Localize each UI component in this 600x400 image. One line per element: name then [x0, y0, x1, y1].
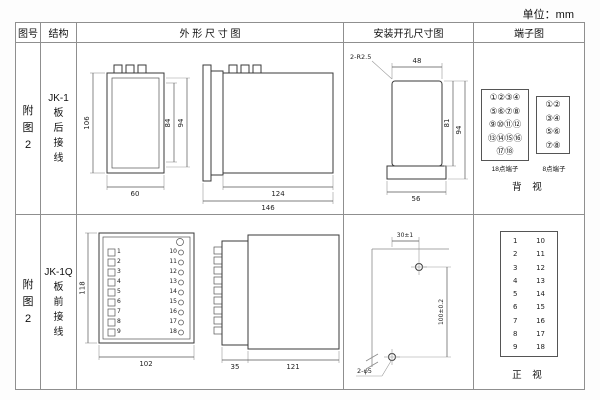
header-mounting: 安装开孔尺寸图	[344, 23, 474, 43]
pilot-hole	[176, 238, 184, 246]
terminal-strip-box: 1 2 3 4 5 6 7 8 9 10 11 12 13 14 15 16 1…	[500, 231, 558, 357]
mounting-svg-jk1q: 30±1 100±0.2 2-φ5	[356, 232, 451, 377]
structure-label-row2: JK-1Q 板 前 接 线	[41, 215, 77, 389]
dim-35: 35	[231, 363, 240, 371]
note-hole-diameter: 2-φ5	[357, 367, 372, 375]
dim-124: 124	[271, 190, 285, 198]
dim-146: 146	[261, 204, 275, 212]
dim-60: 60	[131, 190, 140, 198]
terminal-block-18: ①②③④ ⑤⑥⑦⑧ ⑨⑩⑪⑫ ⑬⑭⑮⑯ ⑰⑱	[481, 89, 529, 161]
outline-svg-jk1: 106 84 94 60	[83, 64, 334, 212]
header-structure: 结构	[41, 23, 77, 43]
unit-label: 单位：mm	[522, 9, 574, 21]
outline-drawing-jk1: 106 84 94 60	[77, 43, 344, 215]
front-view-label: 正 视	[512, 370, 546, 381]
front-terminal-numbers-left: 1 2 3 4 5 6 7 8 9	[117, 248, 121, 335]
terminal-numbers-left: 1 2 3 4 5 6 7 8 9	[513, 237, 518, 352]
rear-view-label: 背 视	[512, 182, 546, 193]
side-view-jk1: 124 146	[202, 64, 334, 212]
side-view-jk1q: 35 121	[213, 234, 340, 371]
front-view-jk1q: 118 102	[79, 232, 195, 368]
dim-106: 106	[83, 116, 91, 130]
header-terminal: 端子图	[474, 23, 584, 43]
note-corner-radius: 2-R2.5	[350, 53, 371, 61]
mounting-svg-jk1: 2-R2.5 48 81 94 56	[350, 53, 468, 203]
front-view-jk1: 106 84 94 60	[83, 64, 190, 198]
outline-drawing-jk1q: 118 102 35	[77, 215, 344, 389]
outline-svg-jk1q: 118 102 35	[79, 232, 340, 371]
dim-56: 56	[412, 195, 421, 203]
dim-81: 81	[443, 119, 451, 128]
dim-48: 48	[413, 57, 422, 65]
figure-label-row2: 附 图 2	[16, 215, 41, 389]
dim-84: 84	[164, 118, 172, 127]
dim-94: 94	[177, 118, 185, 127]
terminal-block-8-label: 8点端子	[542, 166, 566, 173]
dim-30: 30±1	[397, 232, 414, 239]
dim-100: 100±0.2	[438, 299, 445, 325]
terminal-diagram-jk1q: 1 2 3 4 5 6 7 8 9 10 11 12 13 14 15 16 1…	[474, 215, 584, 389]
terminal-block-18-label: 18点端子	[491, 166, 519, 173]
header-outline: 外 形 尺 寸 图	[77, 23, 344, 43]
header-figure: 图号	[16, 23, 41, 43]
dim-121: 121	[286, 363, 299, 371]
figure-label-row1: 附 图 2	[16, 43, 41, 215]
structure-label-row1: JK-1 板 后 接 线	[41, 43, 77, 215]
dim-94-cutout: 94	[455, 125, 463, 134]
terminal-diagram-jk1: ①②③④ ⑤⑥⑦⑧ ⑨⑩⑪⑫ ⑬⑭⑮⑯ ⑰⑱ ①② ③④ ⑤⑥ ⑦⑧ 18点端子…	[474, 43, 584, 215]
mounting-drawing-jk1: 2-R2.5 48 81 94 56	[344, 43, 474, 215]
dim-118: 118	[79, 281, 87, 294]
dimension-table: 图号 结构 外 形 尺 寸 图 安装开孔尺寸图 端子图 附 图 2 JK-1 板…	[15, 22, 585, 390]
mounting-drawing-jk1q: 30±1 100±0.2 2-φ5	[344, 215, 474, 389]
terminal-block-8: ①② ③④ ⑤⑥ ⑦⑧	[536, 96, 570, 154]
front-terminal-numbers-right: 10 11 12 13 14 15 16 17 18	[169, 248, 177, 335]
dim-102: 102	[139, 360, 152, 368]
terminal-numbers-right: 10 11 12 13 14 15 16 17 18	[536, 237, 545, 352]
